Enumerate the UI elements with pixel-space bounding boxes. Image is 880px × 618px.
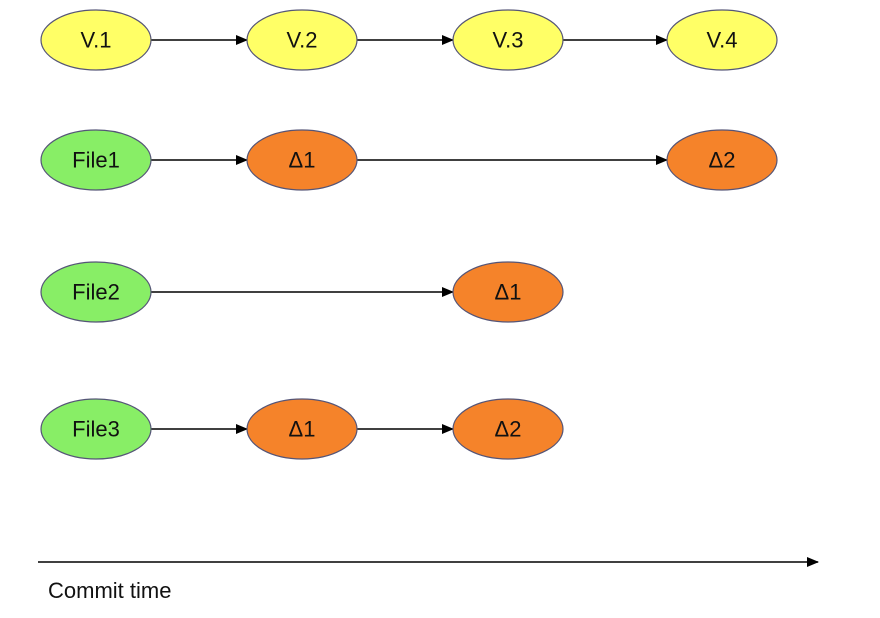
delta-node-label: Δ1 [495, 280, 522, 305]
file-node-label: File2 [72, 280, 120, 305]
node-f2: File2 [40, 261, 152, 323]
delta-node-label: Δ2 [709, 148, 736, 173]
commit-time-label: Commit time [48, 578, 171, 603]
delta-node-label: Δ1 [289, 148, 316, 173]
version-node-shape [40, 9, 152, 71]
node-f1d2: Δ2 [666, 129, 778, 191]
delta-node-shape [246, 398, 358, 460]
file-node-shape [40, 129, 152, 191]
node-v2: V.2 [246, 9, 358, 71]
node-v4: V.4 [666, 9, 778, 71]
delta-node-label: Δ1 [289, 417, 316, 442]
file-node-shape [40, 398, 152, 460]
version-node-label: V.3 [492, 28, 523, 53]
file-node-label: File1 [72, 148, 120, 173]
version-node-shape [666, 9, 778, 71]
version-node-label: V.4 [706, 28, 737, 53]
delta-node-shape [452, 261, 564, 323]
delta-node-shape [666, 129, 778, 191]
file-node-label: File3 [72, 417, 120, 442]
node-f3: File3 [40, 398, 152, 460]
node-f1d1: Δ1 [246, 129, 358, 191]
delta-node-shape [452, 398, 564, 460]
version-node-label: V.2 [286, 28, 317, 53]
node-v1: V.1 [40, 9, 152, 71]
node-f3d2: Δ2 [452, 398, 564, 460]
node-f3d1: Δ1 [246, 398, 358, 460]
file-node-shape [40, 261, 152, 323]
node-f1: File1 [40, 129, 152, 191]
delta-node-label: Δ2 [495, 417, 522, 442]
edges-layer [151, 35, 668, 434]
node-f2d1: Δ1 [452, 261, 564, 323]
version-node-shape [246, 9, 358, 71]
version-node-shape [452, 9, 564, 71]
delta-node-shape [246, 129, 358, 191]
version-node-label: V.1 [80, 28, 111, 53]
node-v3: V.3 [452, 9, 564, 71]
